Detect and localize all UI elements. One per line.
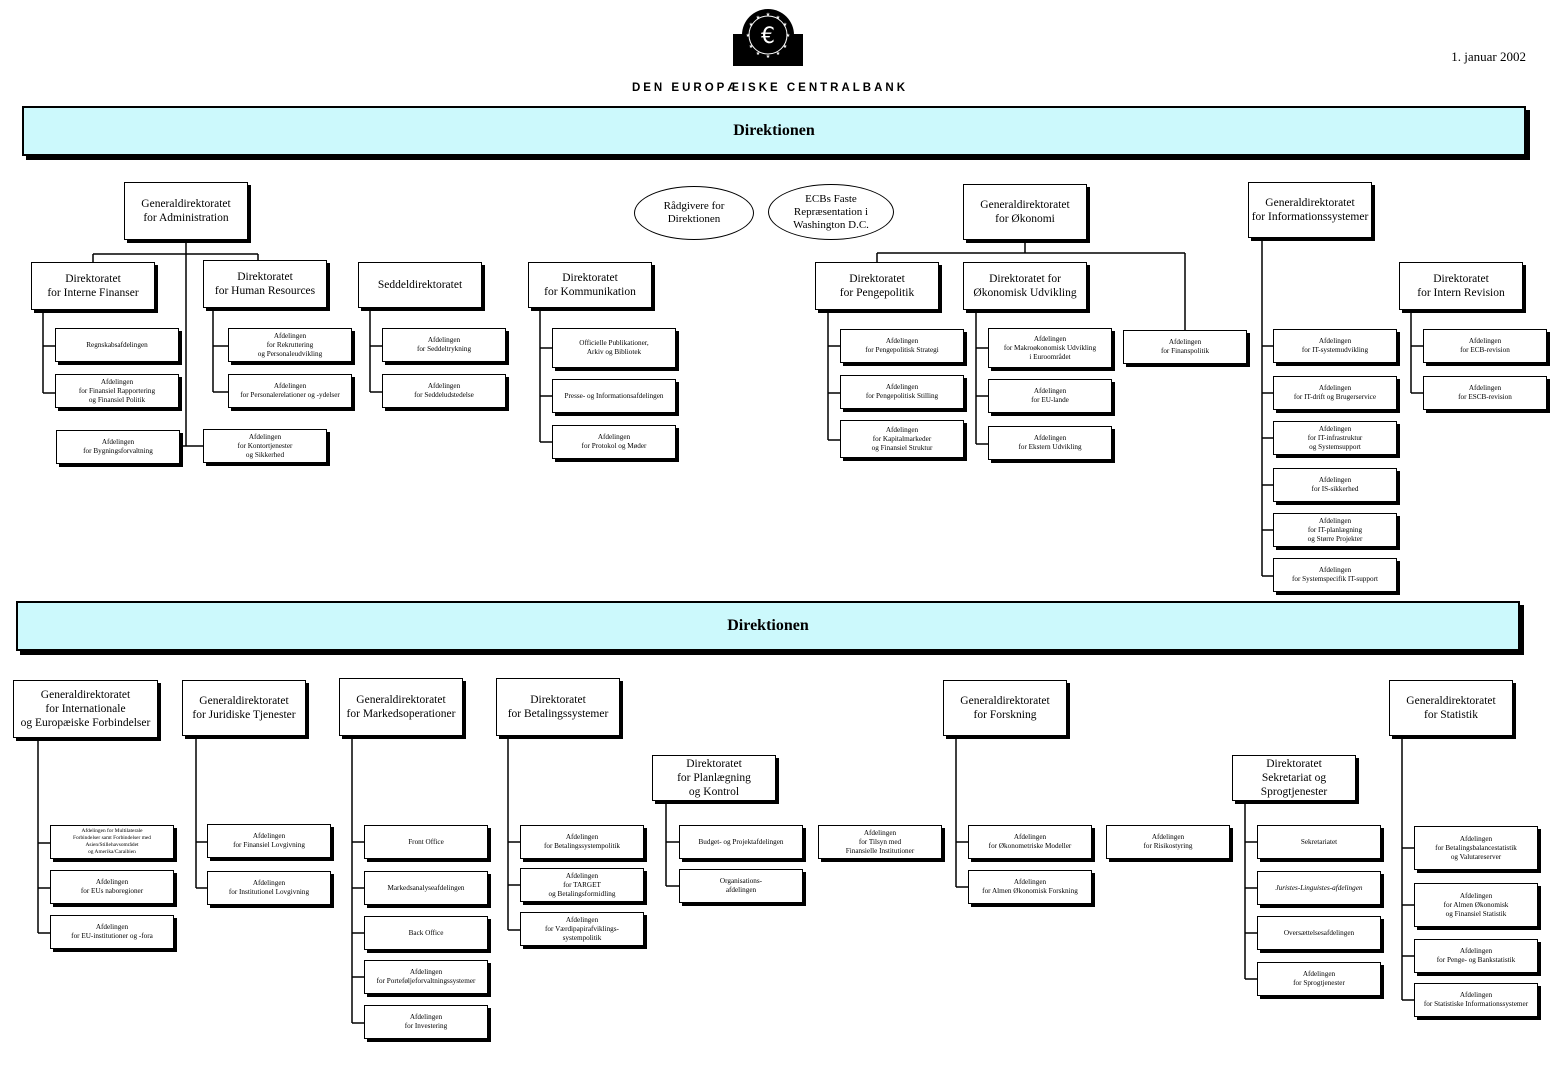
dg-administration: Generaldirektoratet for Administration [124, 182, 248, 240]
secretariat-division: Sekretariatet [1257, 825, 1381, 859]
svg-text:★: ★ [776, 15, 781, 21]
ecb-logo: ★★★★ ★★★★ ★★★★ € [733, 8, 803, 66]
it-development-division: Afdelingen for IT-systemudvikling [1273, 329, 1397, 363]
mp-strategy-division: Afdelingen for Pengepolitisk Strategi [840, 329, 964, 363]
macroeconomic-division: Afdelingen for Makroøkonomisk Udvikling … [988, 328, 1112, 368]
svg-text:€: € [761, 24, 775, 49]
svg-text:★: ★ [766, 54, 771, 60]
econometric-modelling-division: Afdelingen for Økonometriske Modeller [968, 825, 1092, 859]
money-banking-statistics-division: Afdelingen for Penge- og Bankstatistik [1414, 939, 1538, 973]
translation-division: Oversættelsesafdelingen [1257, 916, 1381, 950]
svg-text:★: ★ [749, 44, 754, 50]
financial-law-division: Afdelingen for Finansiel Lovgivning [207, 824, 331, 858]
back-office-division: Back Office [364, 916, 488, 950]
dir-banknotes: Seddeldirektoratet [358, 262, 482, 308]
eu-institutions-division: Afdelingen for EU-institutioner og -fora [50, 915, 174, 949]
banknote-issue-division: Afdelingen for Seddeludstedelse [382, 374, 506, 408]
it-planning-division: Afdelingen for IT-planlægning og Større … [1273, 513, 1397, 547]
escb-audit-division: Afdelingen for ESCB-revision [1423, 376, 1547, 410]
recruitment-division: Afdelingen for Rekruttering og Personale… [228, 328, 352, 362]
svg-text:★: ★ [746, 33, 751, 39]
institutional-law-division: Afdelingen for Institutionel Lovgivning [207, 871, 331, 905]
payment-policy-division: Afdelingen for Betalingssystempolitik [520, 825, 644, 859]
capital-markets-division: Afdelingen for Kapitalmarkeder og Finans… [840, 420, 964, 458]
it-operations-division: Afdelingen for IT-drift og Brugerservice [1273, 376, 1397, 410]
front-office-division: Front Office [364, 825, 488, 859]
dg-market-operations: Generaldirektoratet for Markedsoperation… [339, 678, 463, 736]
target-division: Afdelingen for TARGET og Betalingsformid… [520, 868, 644, 902]
executive-board-banner-bottom: Direktionen [16, 601, 1520, 651]
washington-representation-ellipse: ECBs Faste Repræsentation i Washington D… [768, 184, 894, 240]
svg-text:★: ★ [786, 33, 791, 39]
dg-international-relations: Generaldirektoratet for Internationale o… [13, 680, 158, 738]
it-support-division: Afdelingen for Systemspecifik IT-support [1273, 558, 1397, 592]
dg-research: Generaldirektoratet for Forskning [943, 680, 1067, 736]
securities-settlement-division: Afdelingen for Værdipapirafviklings- sys… [520, 912, 644, 946]
dir-internal-audit: Direktoratet for Intern Revision [1399, 262, 1523, 310]
protocol-division: Afdelingen for Protokol og Møder [552, 425, 676, 459]
banknote-printing-division: Afdelingen for Seddeltrykning [382, 328, 506, 362]
staff-relations-division: Afdelingen for Personalerelationer og -y… [228, 374, 352, 408]
dg-information-systems: Generaldirektoratet for Informationssyst… [1248, 182, 1372, 238]
mp-stance-division: Afdelingen for Pengepolitisk Stilling [840, 375, 964, 409]
prudential-supervision-division: Afdelingen for Tilsyn med Finansielle In… [818, 825, 942, 859]
financial-reporting-division: Afdelingen for Finansiel Rapportering og… [55, 374, 179, 408]
svg-text:★: ★ [776, 51, 781, 57]
dir-planning-controlling: Direktoratet for Planlægning og Kontrol [652, 755, 776, 801]
dg-legal-services: Generaldirektoratet for Juridiske Tjenes… [182, 680, 306, 736]
eu-countries-division: Afdelingen for EU-lande [988, 379, 1112, 413]
portfolio-systems-division: Afdelingen for Porteføljeforvaltningssys… [364, 960, 488, 994]
svg-text:★: ★ [766, 12, 771, 18]
market-analysis-division: Markedsanalyseafdelingen [364, 871, 488, 905]
dir-payment-systems: Direktoratet for Betalingssystemer [496, 678, 620, 736]
it-infrastructure-division: Afdelingen for IT-infrastruktur og Syste… [1273, 421, 1397, 455]
dg-statistics: Generaldirektoratet for Statistik [1389, 680, 1513, 736]
investment-division: Afdelingen for Investering [364, 1005, 488, 1039]
svg-text:★: ★ [783, 44, 788, 50]
svg-text:★: ★ [783, 22, 788, 28]
general-statistics-division: Afdelingen for Almen Økonomisk og Finans… [1414, 883, 1538, 927]
fiscal-policies-division: Afdelingen for Finanspolitik [1123, 330, 1247, 364]
svg-text:★: ★ [756, 51, 761, 57]
eu-neighbouring-regions-division: Afdelingen for EUs naboregioner [50, 870, 174, 904]
dir-internal-finance: Direktoratet for Interne Finanser [31, 262, 155, 310]
dir-human-resources: Direktoratet for Human Resources [203, 260, 327, 308]
budget-division: Budget- og Projektafdelingen [679, 825, 803, 859]
statistical-info-systems-division: Afdelingen for Statistiske Informationss… [1414, 983, 1538, 1017]
jurist-linguists-division: Juristes-Linguistes-afdelingen [1257, 871, 1381, 905]
language-services-division: Afdelingen for Sprogtjenester [1257, 962, 1381, 996]
executive-board-banner-top: Direktionen [22, 106, 1526, 156]
advisers-ellipse: Rådgivere for Direktionen [634, 186, 754, 240]
multilateral-relations-division: Afdelingen for Multilaterale Forbindelse… [50, 825, 174, 859]
is-security-division: Afdelingen for IS-sikkerhed [1273, 468, 1397, 502]
dir-communication: Direktoratet for Kommunikation [528, 262, 652, 308]
press-division: Presse- og Informationsafdelingen [552, 379, 676, 413]
premises-division: Afdelingen for Bygningsforvaltning [56, 430, 180, 464]
chart-date: 1. januar 2002 [1451, 49, 1526, 64]
organisation-division: Organisations- afdelingen [679, 869, 803, 903]
office-services-division: Afdelingen for Kontortjenester og Sikker… [203, 429, 327, 463]
publications-division: Officielle Publikationer, Arkiv og Bibli… [552, 328, 676, 368]
dir-economic-development: Direktoratet for Økonomisk Udvikling [963, 262, 1087, 310]
general-research-division: Afdelingen for Almen Økonomisk Forskning [968, 870, 1092, 904]
dir-secretariat-language-services: Direktoratet Sekretariat og Sprogtjenest… [1232, 755, 1356, 801]
svg-text:★: ★ [756, 15, 761, 21]
svg-text:★: ★ [749, 22, 754, 28]
ecb-audit-division: Afdelingen for ECB-revision [1423, 329, 1547, 363]
dg-economics: Generaldirektoratet for Økonomi [963, 184, 1087, 240]
risk-management-division: Afdelingen for Risikostyring [1106, 825, 1230, 859]
external-developments-division: Afdelingen for Ekstern Udvikling [988, 426, 1112, 460]
bop-statistics-division: Afdelingen for Betalingsbalancestatistik… [1414, 826, 1538, 870]
accounting-division: Regnskabsafdelingen [55, 328, 179, 362]
dir-monetary-policy: Direktoratet for Pengepolitik [815, 262, 939, 310]
bank-name: DEN EUROPÆISKE CENTRALBANK [631, 82, 909, 94]
